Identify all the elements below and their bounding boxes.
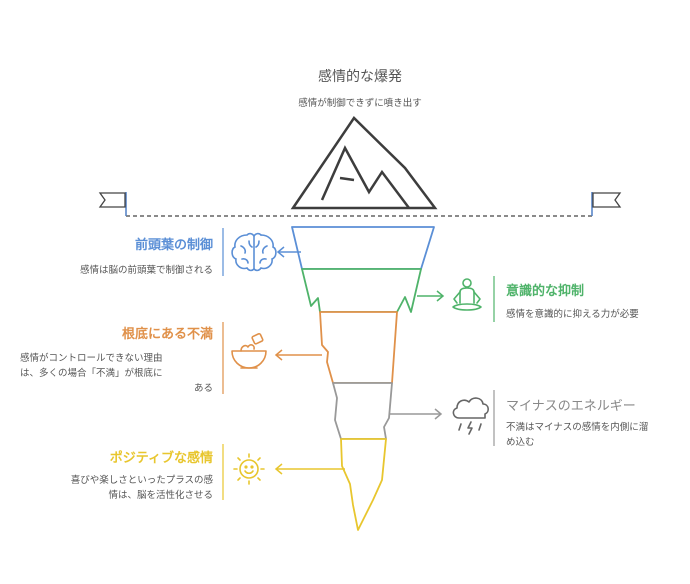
brain-icon: [231, 232, 277, 272]
layer-negative-energy: [332, 382, 393, 440]
right-flag: [591, 192, 622, 216]
negative-energy-desc-line-2: め込む: [506, 437, 535, 448]
conscious-suppression-title: 意識的な抑制: [506, 284, 585, 299]
layer-underlying-dissatisfaction: [319, 311, 398, 384]
frontal-lobe-title: 前頭葉の制御: [134, 238, 213, 253]
layer-conscious-suppression: [301, 268, 422, 313]
connector-dissatisfaction: [274, 349, 322, 361]
sun-icon: [233, 453, 265, 485]
peak-subtitle: 感情が制御できずに噴き出す: [298, 98, 422, 109]
meditation-icon: [452, 278, 482, 311]
frontal-lobe-desc: 感情は脳の前頭葉で制御される: [79, 265, 213, 276]
dissatisfaction-desc-line-3: ある: [193, 383, 213, 394]
peak-title: 感情的な爆発: [318, 69, 402, 85]
layer-positive-emotion: [340, 438, 387, 531]
dissatisfaction-desc: 感情がコントロールできない理由 は、多くの場合「不満」が根底に ある: [20, 351, 213, 396]
negative-energy-title: マイナスのエネルギー: [506, 399, 636, 414]
positive-emotion-desc-line-1: 喜びや楽しさといったプラスの感: [70, 475, 213, 486]
mountain-peak: [290, 116, 438, 210]
conscious-suppression-desc: 感情を意識的に抑える力が必要: [506, 309, 639, 320]
dissatisfaction-title: 根底にある不満: [121, 327, 213, 342]
left-flag: [98, 192, 127, 216]
dissatisfaction-desc-line-1: 感情がコントロールできない理由: [20, 353, 163, 364]
negative-energy-desc-line-1: 不満はマイナスの感情を内側に溜: [506, 422, 649, 433]
connector-negative-energy: [390, 408, 443, 420]
positive-emotion-desc: 喜びや楽しさといったプラスの感 情は、脳を活性化させる: [20, 473, 213, 503]
connector-conscious-suppression: [417, 290, 445, 302]
bowl-icon: [231, 332, 267, 369]
dissatisfaction-desc-line-2: は、多くの場合「不満」が根底に: [20, 368, 163, 379]
negative-energy-desc: 不満はマイナスの感情を内側に溜 め込む: [506, 420, 686, 450]
connector-frontal-lobe: [276, 246, 301, 258]
connector-positive-emotion: [274, 463, 345, 475]
positive-emotion-title: ポジティブな感情: [109, 451, 213, 466]
layer-frontal-lobe: [291, 226, 435, 270]
storm-cloud-icon: [452, 397, 489, 435]
underwater-layers: [291, 226, 435, 531]
positive-emotion-desc-line-2: 情は、脳を活性化させる: [108, 490, 213, 501]
